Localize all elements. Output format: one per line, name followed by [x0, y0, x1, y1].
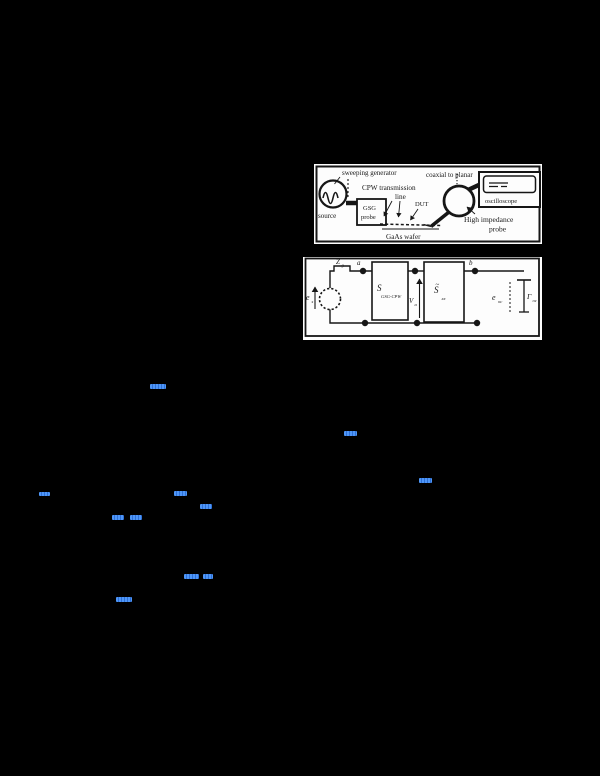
node-bottom-2 — [413, 319, 421, 327]
link-fragment[interactable] — [112, 515, 124, 520]
label-s1: S — [377, 283, 382, 293]
dut-arrow — [410, 208, 419, 221]
label-cpw-transmission: CPW transmission — [362, 184, 416, 192]
cpw-arrow-2 — [396, 200, 402, 218]
label-high-impedance: High impedance — [464, 215, 514, 224]
oscilloscope-screen — [482, 175, 537, 194]
wire-top-left — [329, 265, 372, 288]
link-fragment[interactable] — [174, 491, 187, 496]
probe-needle — [429, 210, 451, 228]
sine-wave-icon — [322, 191, 339, 205]
label-zg-sub: g — [342, 263, 345, 268]
link-fragment[interactable] — [184, 574, 199, 579]
link-fragment[interactable] — [39, 492, 50, 496]
node-a — [359, 267, 367, 275]
label-hiz-probe: probe — [489, 225, 507, 234]
label-eoc-sub: oc — [498, 299, 502, 304]
label-gsg-probe: probe — [361, 214, 376, 221]
figure-equivalent-circuit: e s Z g a S GSG-CPW V a ~ S xx — [303, 257, 542, 340]
label-eoc: e — [492, 293, 496, 302]
label-plane-a: a — [357, 259, 361, 267]
sparam-box-2 — [423, 261, 465, 323]
wire-bottom — [329, 309, 477, 324]
oscilloscope-box — [478, 171, 541, 208]
label-dut: DUT — [415, 201, 428, 208]
voltage-source-icon — [318, 287, 342, 311]
label-s1-sub: GSG-CPW — [381, 294, 402, 299]
label-va: V — [409, 297, 414, 305]
label-gaas-wafer: GaAs wafer — [386, 233, 421, 241]
node-b — [471, 267, 479, 275]
link-fragment[interactable] — [200, 504, 212, 509]
label-plane-b: b — [469, 259, 473, 267]
label-gsg: GSG — [363, 205, 376, 212]
label-s2-sub: xx — [441, 296, 446, 301]
gsg-probe-box — [356, 198, 387, 226]
link-fragment[interactable] — [344, 431, 357, 436]
node-mid — [411, 267, 419, 275]
sparam-box-1 — [371, 261, 409, 321]
link-fragment[interactable] — [419, 478, 432, 483]
label-va-sub: a — [415, 302, 418, 307]
label-es: e — [306, 293, 310, 302]
label-zg: Z — [336, 258, 340, 266]
cpw-arrow — [383, 200, 393, 217]
probe-tip — [423, 223, 432, 228]
link-fragment[interactable] — [130, 515, 142, 520]
label-sweeping-generator: sweeping generator — [342, 169, 397, 177]
label-es-sub: s — [312, 299, 314, 304]
node-bottom-1 — [361, 319, 369, 327]
scope-trace-icon — [489, 182, 508, 188]
label-oscilloscope: oscilloscope — [485, 198, 517, 205]
label-s2: S — [434, 285, 439, 295]
probe-loop-icon — [442, 184, 476, 218]
label-source: source — [318, 212, 336, 220]
link-fragment[interactable] — [203, 574, 213, 579]
label-gamma-oc: Γ — [526, 292, 532, 301]
link-fragment[interactable] — [150, 384, 166, 389]
node-bottom-3 — [473, 319, 481, 327]
link-fragment[interactable] — [116, 597, 132, 602]
hiz-arrow — [466, 206, 476, 215]
figure-frame — [304, 257, 540, 337]
figure-measurement-setup: sweeping generator source GSG probe CPW … — [314, 164, 542, 244]
label-s2-tilde: ~ — [436, 281, 440, 289]
label-coaxial-to-planar: coaxial to planar — [426, 171, 473, 179]
label-cpw-line: line — [395, 193, 406, 201]
signal-source-icon — [318, 179, 348, 209]
label-gamma-oc-sub: oc — [533, 298, 537, 303]
